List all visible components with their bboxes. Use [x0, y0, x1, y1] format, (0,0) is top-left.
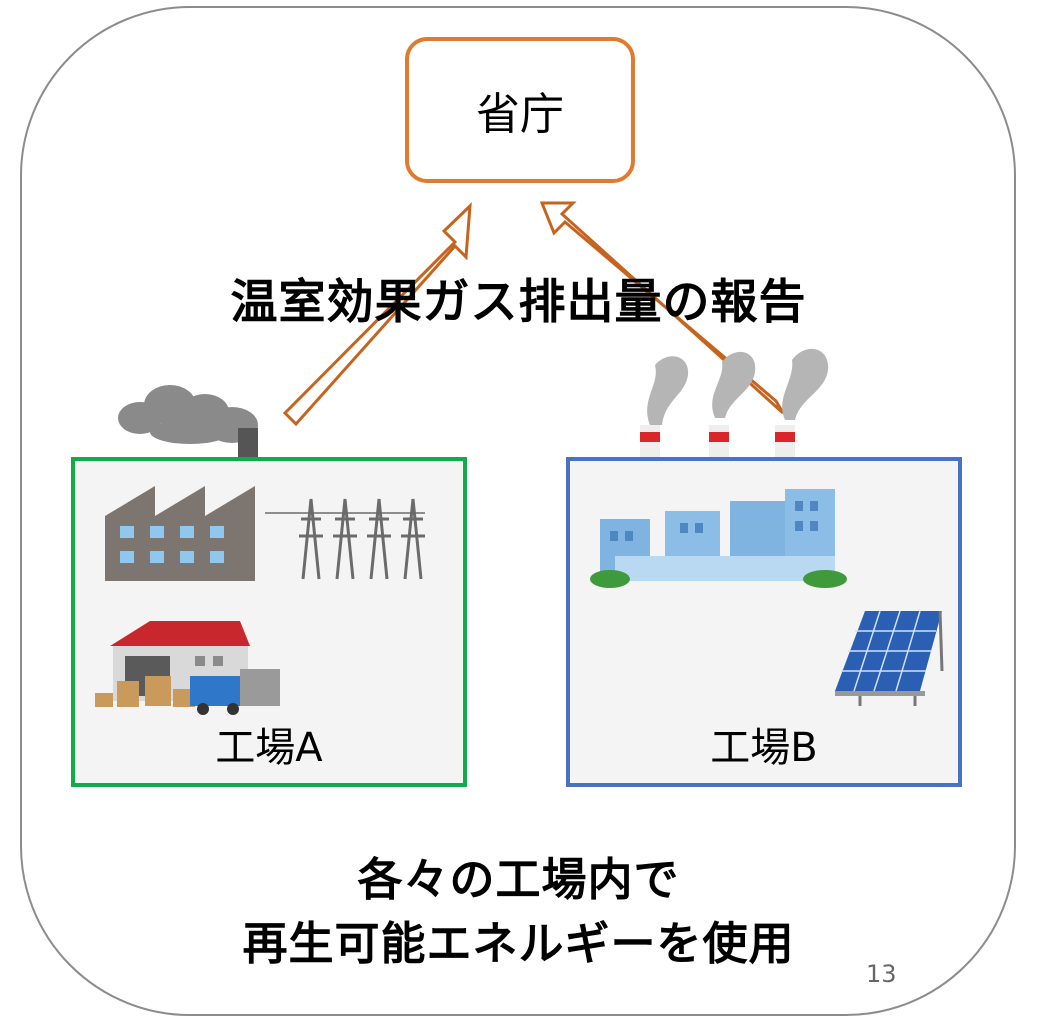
cargo-boxes-icon [95, 676, 195, 707]
bottom-caption-line2: 再生可能エネルギーを使用 [242, 917, 795, 970]
bottom-caption: 各々の工場内で 再生可能エネルギーを使用 [0, 848, 1037, 976]
factory-b-box: 工場B [566, 457, 962, 787]
arrow-left [282, 202, 472, 427]
bushes-icon [590, 570, 847, 588]
solar-panel-icon [835, 610, 944, 706]
smoke-cloud-a-icon [118, 385, 258, 444]
factory-b-illustration [590, 489, 944, 706]
truck-icon [190, 676, 240, 706]
warehouse-icon [110, 621, 250, 646]
power-towers-icon [265, 498, 425, 580]
bottom-caption-line1: 各々の工場内で [357, 853, 680, 906]
ministry-box: 省庁 [405, 37, 635, 183]
factory-a-illustration [95, 486, 425, 715]
smoke-plumes-b-icon [647, 348, 829, 425]
factory-a-label: 工場A [215, 725, 323, 771]
factory-a-box: 工場A [71, 457, 467, 787]
page-number: 13 [866, 960, 897, 988]
report-label: 温室効果ガス排出量の報告 [230, 275, 807, 330]
factory-windows-icon [120, 526, 224, 563]
factory-b-label: 工場B [710, 725, 818, 771]
power-plant-icon [600, 489, 835, 581]
ministry-label: 省庁 [476, 89, 564, 140]
